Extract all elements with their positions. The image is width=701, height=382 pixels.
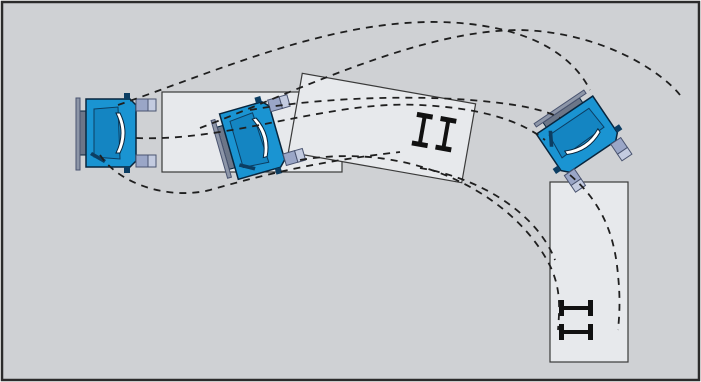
path-middle-upper bbox=[249, 96, 561, 119]
trailer-turning bbox=[287, 72, 477, 184]
stage-turning bbox=[207, 72, 477, 189]
path-lower-mid bbox=[299, 155, 560, 331]
path-outer-front bbox=[117, 21, 591, 106]
path-lower-short bbox=[419, 167, 556, 261]
path-right-inner bbox=[569, 174, 621, 331]
stage-turned-down bbox=[525, 83, 638, 363]
path-outer-top bbox=[199, 29, 681, 129]
turning-path-icon bbox=[99, 21, 681, 331]
path-lower-left bbox=[99, 151, 401, 194]
front-bumper bbox=[75, 97, 81, 171]
